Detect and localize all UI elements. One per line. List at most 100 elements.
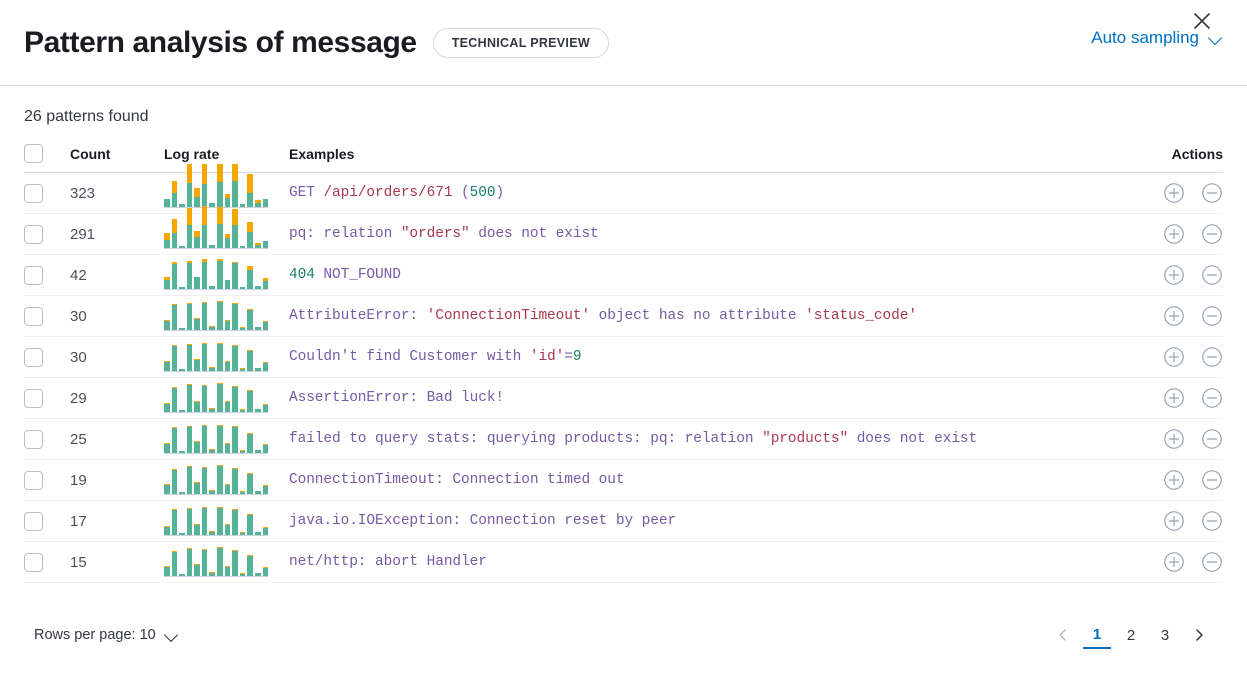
filter-for-value-button[interactable] [1163,223,1185,245]
sparkline-bar-base [194,319,200,330]
row-checkbox[interactable] [24,511,43,531]
row-checkbox[interactable] [24,183,43,203]
row-checkbox[interactable] [24,347,43,367]
filter-out-value-button[interactable] [1201,264,1223,286]
filter-for-value-button[interactable] [1163,264,1185,286]
example-text: Couldn't find Customer with 'id'=9 [289,349,1113,365]
sparkline-bar-base [262,363,269,371]
sparkline-bar-base [194,360,200,371]
rows-per-page-button[interactable]: Rows per page: 10 [34,627,179,643]
filter-for-value-button[interactable] [1163,387,1185,409]
row-select-cell [24,172,70,214]
sparkline-bar-base [171,428,178,453]
filter-out-value-button[interactable] [1201,469,1223,491]
row-checkbox[interactable] [24,429,43,449]
sparkline-bar-base [179,574,185,576]
row-checkbox[interactable] [24,265,43,285]
sparkline-bar-top [262,444,269,445]
select-all-checkbox[interactable] [24,144,43,163]
row-checkbox[interactable] [24,552,43,572]
sparkline-bar-base [201,225,208,248]
sparkline-bar-top [171,345,178,346]
sparkline-bar-top [201,385,208,386]
sparkline-bar-top [164,443,170,444]
log-rate-sparkline [164,301,269,331]
filter-out-value-button[interactable] [1201,428,1223,450]
sparkline-bar [201,259,208,289]
row-example-cell: ConnectionTimeout: Connection timed out [289,459,1113,501]
pagination-next-button[interactable] [1185,621,1213,649]
filter-out-value-button[interactable] [1201,551,1223,573]
sparkline-bar-top [201,343,208,344]
filter-for-value-button[interactable] [1163,305,1185,327]
pagination-page-2[interactable]: 2 [1117,621,1145,649]
pagination-page-3[interactable]: 3 [1151,621,1179,649]
sparkline-bar-base [239,574,246,576]
circle-minus-icon [1202,388,1222,408]
filter-for-value-button[interactable] [1163,469,1185,491]
close-button[interactable] [1185,8,1211,34]
filter-for-value-button[interactable] [1163,182,1185,204]
filter-for-value-button[interactable] [1163,551,1185,573]
sparkline-bar-base [224,485,231,494]
column-header-log-rate[interactable]: Log rate [164,144,289,173]
row-log-rate-cell [164,418,289,460]
filter-out-value-button[interactable] [1201,346,1223,368]
sparkline-bar [254,368,261,371]
pagination-prev-button[interactable] [1049,621,1077,649]
filter-out-value-button[interactable] [1201,223,1223,245]
filter-out-value-button[interactable] [1201,305,1223,327]
filter-for-value-button[interactable] [1163,510,1185,532]
sparkline-bar-top [164,361,170,362]
sparkline-bar [201,385,208,412]
sparkline-bar [209,367,216,371]
row-checkbox[interactable] [24,470,43,490]
sparkline-bar-top [194,524,200,525]
sparkline-bar-top [171,469,178,470]
auto-sampling-button[interactable]: Auto sampling [1091,28,1223,48]
filter-out-value-button[interactable] [1201,387,1223,409]
example-token: 'id' [529,349,565,365]
filter-for-value-button[interactable] [1163,346,1185,368]
filter-out-value-button[interactable] [1201,182,1223,204]
table-header-row: Count Log rate Examples Actions [24,144,1223,173]
row-checkbox[interactable] [24,306,43,326]
row-actions-cell [1113,459,1223,501]
sparkline-bar-top [224,234,231,238]
row-log-rate-cell [164,295,289,337]
chevron-down-icon [1209,31,1223,45]
sparkline-bar-base [262,568,269,576]
row-checkbox[interactable] [24,388,43,408]
filter-for-value-button[interactable] [1163,428,1185,450]
example-token: pq: relation [289,226,401,242]
column-header-count[interactable]: Count [70,144,164,173]
row-actions-cell [1113,541,1223,583]
sparkline-bar-top [247,433,253,434]
circle-plus-icon [1164,224,1184,244]
sparkline-bar-top [262,321,269,322]
pagination-page-1[interactable]: 1 [1083,621,1111,649]
sparkline-bar [164,320,170,330]
sparkline-bar-base [254,368,261,371]
row-checkbox[interactable] [24,224,43,244]
sparkline-bar-base [171,388,178,412]
sparkline-bar-base [217,344,223,371]
sparkline-bar [186,384,193,412]
sparkline-bar [171,181,178,207]
column-header-examples[interactable]: Examples [289,144,1113,173]
circle-plus-icon [1164,511,1184,531]
filter-out-value-button[interactable] [1201,510,1223,532]
sparkline-bar-top [232,209,238,225]
sparkline-bar-top [186,384,193,385]
